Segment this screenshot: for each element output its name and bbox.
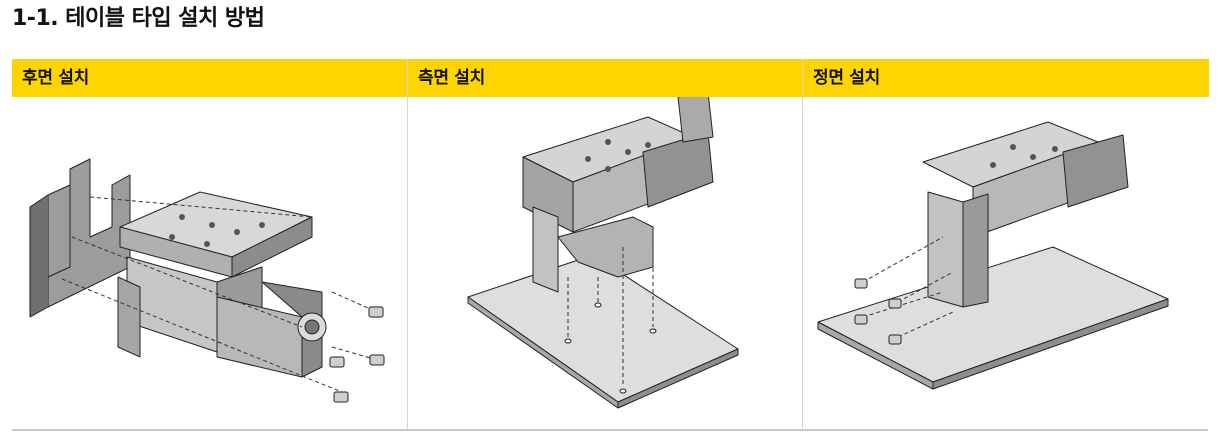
page-title: 1-1. 테이블 타입 설치 방법 bbox=[12, 6, 265, 31]
header-rear-mount: 후면 설치 bbox=[12, 59, 407, 97]
header-front-mount: 정면 설치 bbox=[803, 59, 1209, 97]
front-mount-illustration bbox=[803, 97, 1209, 429]
mounting-table: 후면 설치 bbox=[12, 59, 1209, 431]
header-side-mount: 측면 설치 bbox=[408, 59, 803, 97]
column-side-mount: 측면 설치 bbox=[407, 59, 803, 429]
side-mount-illustration bbox=[408, 97, 803, 429]
rear-mount-illustration bbox=[12, 97, 407, 429]
column-front-mount: 정면 설치 bbox=[802, 59, 1209, 429]
column-rear-mount: 후면 설치 bbox=[12, 59, 407, 429]
